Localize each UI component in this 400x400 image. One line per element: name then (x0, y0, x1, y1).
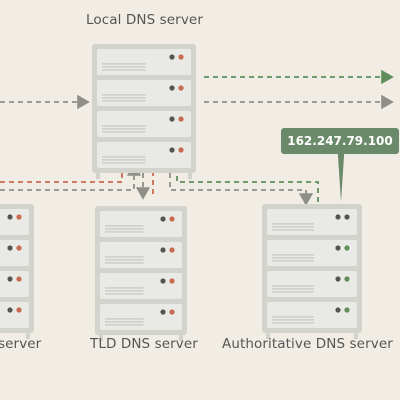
server-unit (97, 142, 191, 168)
server-unit (267, 271, 357, 297)
server-unit (97, 80, 191, 106)
authoritative-dns-server-icon (262, 204, 362, 339)
local-dns-server-icon (92, 44, 196, 179)
authoritative-dns-label: Authoritative DNS server (222, 336, 393, 352)
server-unit (267, 302, 357, 328)
server-unit (0, 209, 29, 235)
auth-gray-line (169, 164, 314, 206)
tld-dns-label: TLD DNS server (90, 336, 198, 352)
server-unit (267, 240, 357, 266)
server-unit (100, 211, 182, 237)
ip-address-callout: 162.247.79.100 (281, 128, 399, 154)
servers-layer (0, 44, 362, 341)
server-unit (100, 304, 182, 330)
server-unit (100, 242, 182, 268)
tld-dns-server-icon (95, 206, 187, 341)
server-unit (97, 49, 191, 75)
root-dns-server-icon (0, 204, 34, 339)
server-unit (0, 302, 29, 328)
server-unit (0, 240, 29, 266)
root-dns-label: server (0, 336, 42, 352)
server-unit (100, 273, 182, 299)
server-unit (97, 111, 191, 137)
server-unit (267, 209, 357, 235)
server-unit (0, 271, 29, 297)
auth-green-line (169, 160, 319, 202)
local-dns-label: Local DNS server (86, 12, 203, 28)
